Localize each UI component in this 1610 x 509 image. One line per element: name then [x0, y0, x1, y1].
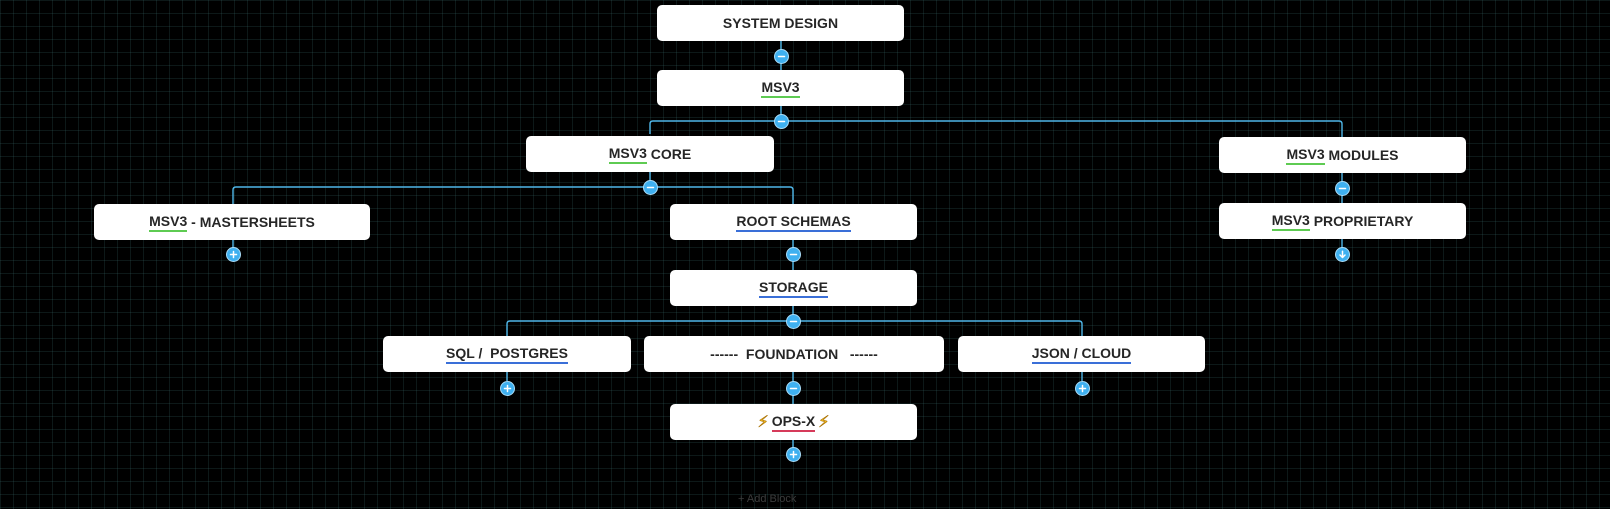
node-msv3-core[interactable]: MSV3 CORE	[526, 136, 774, 172]
expand-toggle-msv3-proprietary[interactable]	[1335, 247, 1350, 262]
node-storage[interactable]: STORAGE	[670, 270, 917, 306]
plus-circle-icon	[789, 450, 798, 459]
node-ops-x-label: OPS-X	[771, 413, 816, 432]
node-system-design[interactable]: SYSTEM DESIGN	[657, 5, 904, 41]
node-msv3-proprietary[interactable]: MSV3 PROPRIETARY	[1219, 203, 1466, 239]
plus-circle-icon	[503, 384, 512, 393]
node-msv3-mastersheets[interactable]: MSV3 - MASTERSHEETS	[94, 204, 370, 240]
node-root-schemas-label: ROOT SCHEMAS	[736, 213, 851, 232]
node-msv3-label: MSV3	[761, 79, 800, 98]
node-msv3-mastersheets-prefix: MSV3	[149, 213, 188, 232]
expand-toggle-ops-x[interactable]	[786, 447, 801, 462]
node-ops-x[interactable]: ⚡OPS-X⚡	[670, 404, 917, 440]
minus-circle-icon	[789, 253, 798, 256]
minus-circle-icon	[789, 387, 798, 390]
collapse-toggle-system-design[interactable]	[774, 49, 789, 64]
expand-toggle-json-cloud[interactable]	[1075, 381, 1090, 396]
node-msv3-modules[interactable]: MSV3 MODULES	[1219, 137, 1466, 173]
node-msv3-mastersheets-suffix: - MASTERSHEETS	[187, 214, 315, 230]
minus-circle-icon	[789, 320, 798, 323]
node-msv3-modules-prefix: MSV3	[1286, 146, 1325, 165]
plus-circle-icon	[229, 250, 238, 259]
node-json-cloud[interactable]: JSON / CLOUD	[958, 336, 1205, 372]
node-storage-label: STORAGE	[759, 279, 828, 298]
lightning-bolt-icon: ⚡	[818, 414, 830, 432]
node-sql-postgres[interactable]: SQL / POSTGRES	[383, 336, 631, 372]
expand-toggle-sql-postgres[interactable]	[500, 381, 515, 396]
minus-circle-icon	[777, 120, 786, 123]
add-block-button[interactable]: + Add Block	[738, 493, 797, 505]
collapse-toggle-foundation[interactable]	[786, 381, 801, 396]
node-msv3-core-suffix: CORE	[646, 146, 692, 162]
node-system-design-label: SYSTEM DESIGN	[722, 15, 839, 31]
node-msv3-modules-suffix: MODULES	[1324, 147, 1399, 163]
node-msv3-proprietary-suffix: PROPRIETARY	[1309, 213, 1414, 229]
node-json-cloud-label: JSON / CLOUD	[1031, 345, 1132, 364]
connector-msv3-core-branch	[232, 172, 794, 204]
collapse-toggle-storage[interactable]	[786, 314, 801, 329]
node-root-schemas[interactable]: ROOT SCHEMAS	[670, 204, 917, 240]
collapse-toggle-msv3-modules[interactable]	[1335, 181, 1350, 196]
arrow-down-circle-icon	[1339, 250, 1346, 259]
node-foundation-label: ------ FOUNDATION ------	[710, 346, 878, 362]
collapse-toggle-msv3[interactable]	[774, 114, 789, 129]
lightning-bolt-icon: ⚡	[757, 414, 769, 432]
node-msv3-core-prefix: MSV3	[608, 145, 647, 164]
collapse-toggle-msv3-core[interactable]	[643, 180, 658, 195]
minus-circle-icon	[646, 186, 655, 189]
node-sql-postgres-label: SQL / POSTGRES	[446, 345, 568, 364]
expand-toggle-msv3-mastersheets[interactable]	[226, 247, 241, 262]
plus-circle-icon	[1078, 384, 1087, 393]
node-msv3[interactable]: MSV3	[657, 70, 904, 106]
connector-msv3-branch	[649, 104, 1343, 137]
node-msv3-proprietary-prefix: MSV3	[1271, 212, 1310, 231]
minus-circle-icon	[1338, 187, 1347, 190]
minus-circle-icon	[777, 55, 786, 58]
node-foundation[interactable]: ------ FOUNDATION ------	[644, 336, 944, 372]
collapse-toggle-root-schemas[interactable]	[786, 247, 801, 262]
